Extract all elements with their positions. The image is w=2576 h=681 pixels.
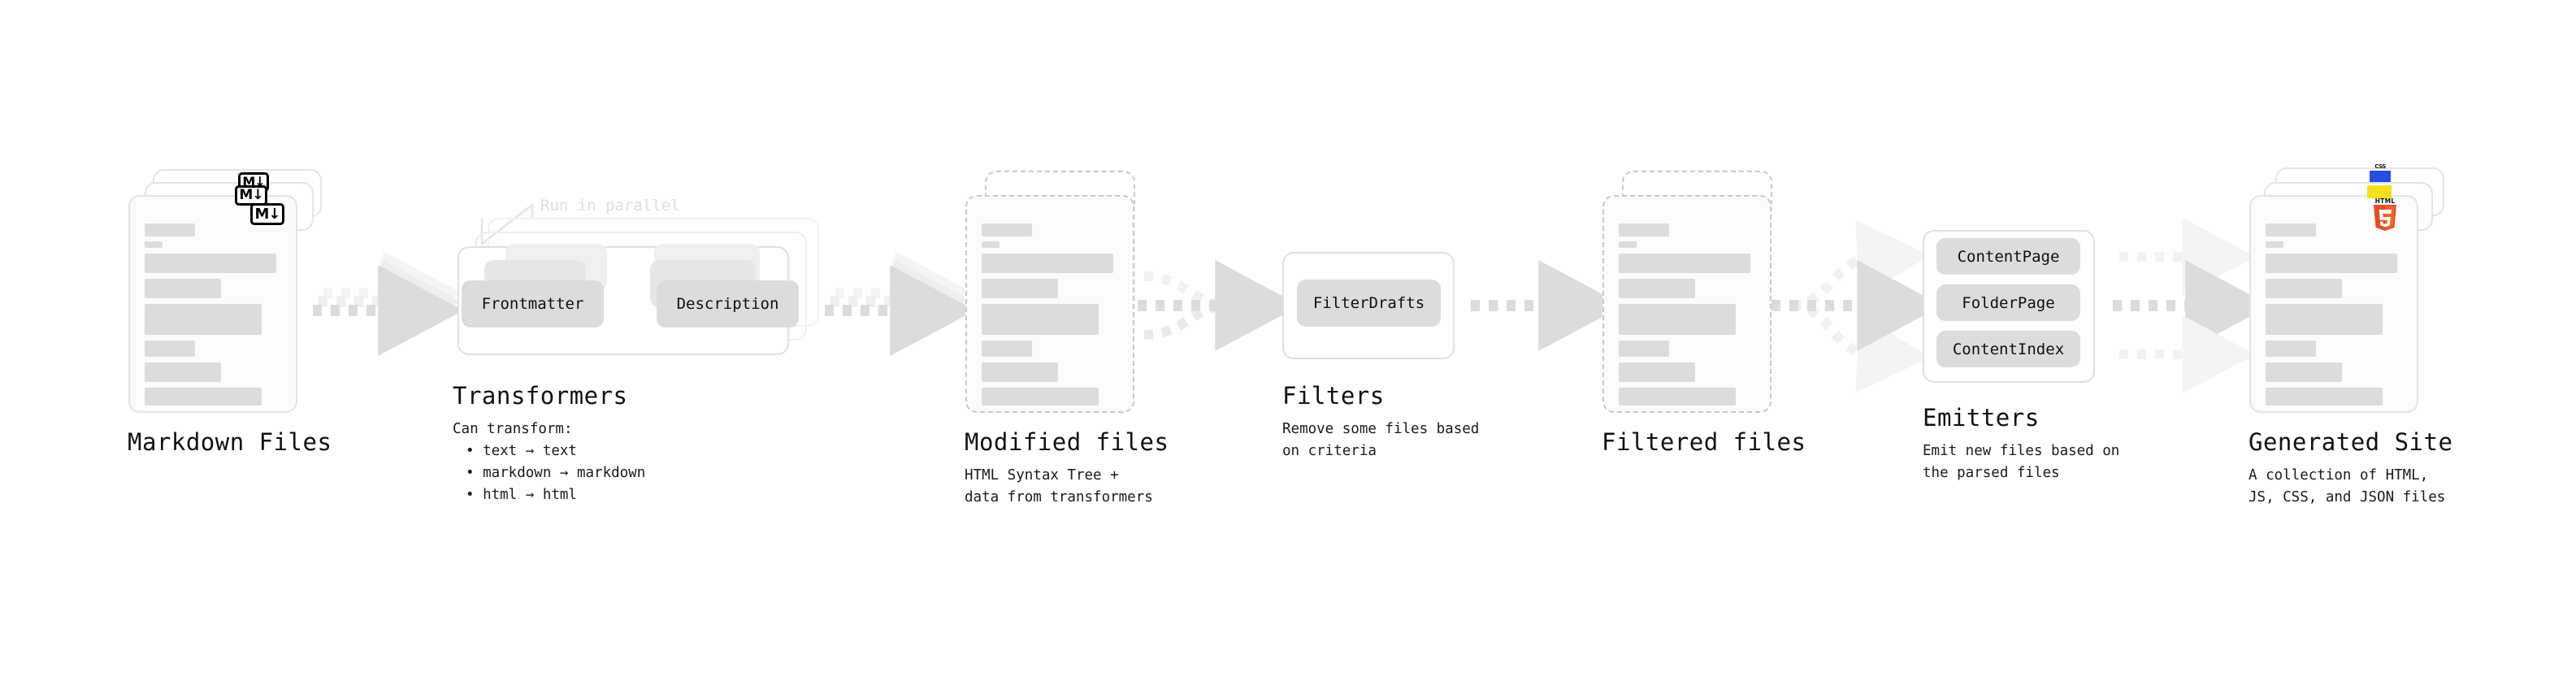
skeleton-bar — [2266, 362, 2342, 382]
skeleton-bar — [1619, 304, 1736, 335]
connector-filtered-to-emitters — [1772, 219, 1943, 393]
transformer-pill-frontmatter[interactable]: Frontmatter — [462, 280, 604, 327]
transform-list-header: Can transform: — [453, 421, 573, 437]
stage-desc-emitters: Emit new files based on the parsed files — [1923, 443, 2120, 482]
stage-title-markdown-files: Markdown Files — [128, 428, 332, 456]
skeleton-bar — [145, 362, 221, 382]
transformer-pill-description[interactable]: Description — [657, 280, 799, 327]
skeleton-bar — [145, 279, 221, 298]
stage-title-filters: Filters — [1282, 382, 1385, 410]
skeleton-bar — [145, 254, 276, 273]
transform-list-item-0: • text → text — [466, 443, 577, 459]
skeleton-bar — [145, 340, 195, 357]
transform-list-item-1: • markdown → markdown — [466, 465, 646, 481]
skeleton-bar — [2266, 279, 2342, 298]
stage-title-transformers: Transformers — [453, 382, 628, 410]
skeleton-bar — [982, 304, 1099, 335]
emitter-pill-contentindex[interactable]: ContentIndex — [1936, 331, 2080, 367]
skeleton-bar — [982, 241, 1000, 248]
skeleton-bar — [1619, 223, 1669, 236]
stage-title-filtered-files: Filtered files — [1602, 428, 1806, 456]
skeleton-bar — [982, 223, 1032, 236]
skeleton-bar — [2266, 340, 2316, 357]
skeleton-bar — [982, 388, 1099, 406]
skeleton-bar — [982, 362, 1058, 382]
skeleton-bar — [2266, 254, 2397, 273]
stage-desc-generated-site: A collection of HTML, JS, CSS, and JSON … — [2249, 467, 2446, 506]
emitter-pill-contentpage[interactable]: ContentPage — [1936, 238, 2080, 275]
skeleton-bar — [1619, 388, 1736, 406]
skeleton-bar — [1619, 340, 1669, 357]
markdown-badge-back-1: M↓ — [235, 185, 267, 206]
skeleton-bar — [982, 279, 1058, 298]
stage-title-modified-files: Modified files — [965, 428, 1169, 456]
skeleton-bar — [145, 388, 262, 406]
skeleton-bar — [2266, 388, 2383, 406]
connector-emitters-to-site — [2113, 218, 2271, 393]
run-in-parallel-label: Run in parallel — [540, 197, 680, 215]
connector-markdown-to-transformers — [313, 251, 464, 356]
filter-pill-filterdrafts[interactable]: FilterDrafts — [1297, 280, 1441, 327]
skeleton-bar — [2266, 241, 2283, 248]
stage-title-generated-site: Generated Site — [2249, 428, 2453, 456]
emitter-pill-folderpage[interactable]: FolderPage — [1936, 284, 2080, 321]
skeleton-bar — [2266, 304, 2383, 335]
stage-title-emitters: Emitters — [1923, 404, 2040, 432]
skeleton-bar — [1619, 241, 1637, 248]
skeleton-bar — [145, 304, 262, 335]
js-badge — [2367, 185, 2392, 198]
stage-desc-modified-files: HTML Syntax Tree + data from transformer… — [965, 467, 1153, 506]
connector-modified-to-filters — [1138, 260, 1301, 351]
skeleton-bar — [982, 254, 1113, 273]
skeleton-bar — [145, 241, 163, 248]
html5-badge: HTML — [2371, 197, 2399, 231]
transform-list-item-2: • html → html — [466, 487, 577, 503]
connector-transformers-to-modified — [825, 251, 976, 356]
skeleton-bar — [2266, 223, 2316, 236]
stage-desc-filters: Remove some files based on criteria — [1282, 421, 1480, 460]
skeleton-bar — [1619, 362, 1695, 382]
skeleton-bar — [145, 223, 195, 236]
skeleton-bar — [1619, 279, 1695, 298]
markdown-badge-front: M↓ — [250, 203, 284, 225]
skeleton-bar — [982, 340, 1032, 357]
skeleton-bar — [1619, 254, 1750, 273]
css-badge: CSS — [2370, 163, 2391, 182]
